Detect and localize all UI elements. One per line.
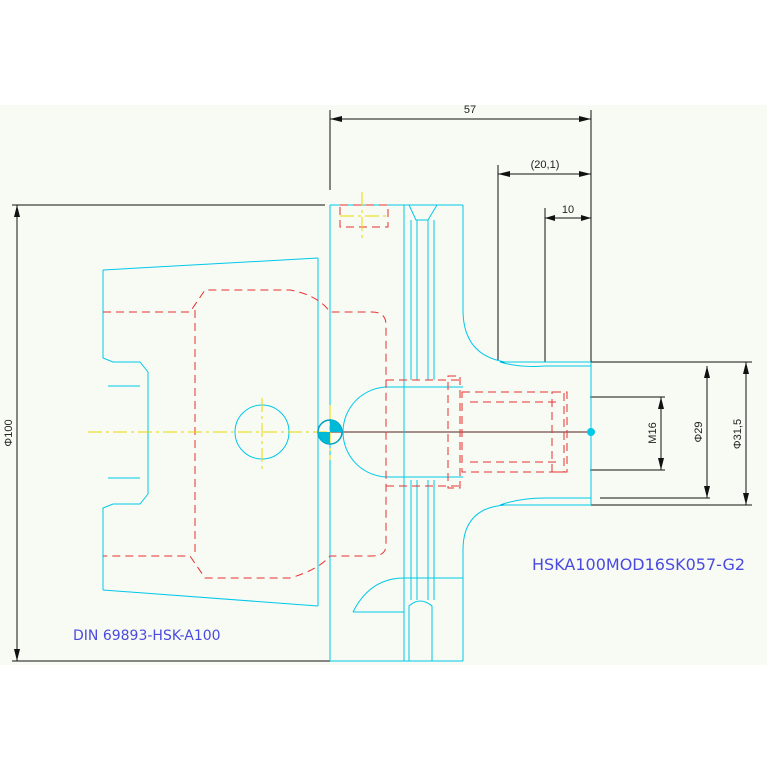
- dim-bore-diameter: Φ29: [693, 421, 705, 442]
- standard-designation: DIN 69893-HSK-A100: [73, 628, 221, 644]
- part-number: HSKA100MOD16SK057-G2: [532, 555, 745, 574]
- dim-thread-size: M16: [647, 422, 659, 443]
- dim-overall-length: 57: [464, 104, 476, 116]
- dim-collar-diameter: Φ31,5: [732, 419, 744, 449]
- datum-symbol: [317, 419, 343, 445]
- dim-gauge-length: (20,1): [531, 159, 560, 171]
- drawing-frame: [0, 105, 767, 665]
- dimension-arrowheads: [14, 116, 749, 661]
- hidden-edges: [103, 204, 568, 579]
- part-outline: [102, 204, 592, 662]
- dimension-lines: [12, 110, 752, 662]
- gauge-point-marker: [587, 428, 595, 436]
- dim-flange-diameter: Φ100: [3, 419, 15, 446]
- dim-shank-depth: 10: [562, 204, 574, 216]
- centerlines: [88, 192, 388, 472]
